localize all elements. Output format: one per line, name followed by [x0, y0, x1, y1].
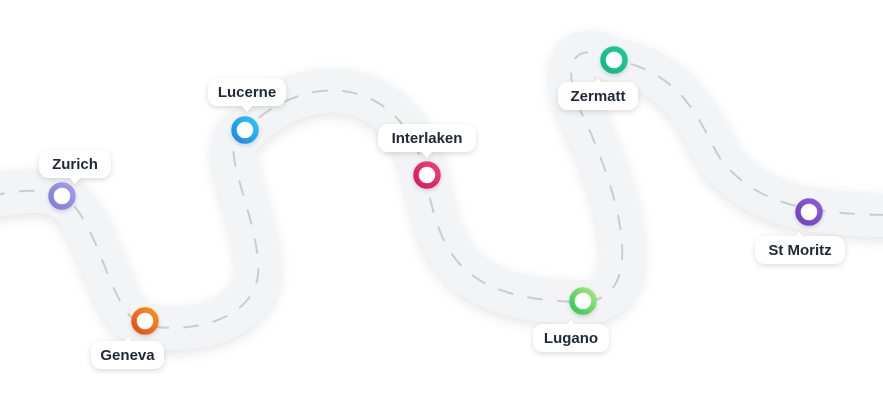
stop-geneva[interactable]: Geneva	[91, 307, 164, 369]
pin-lucerne[interactable]	[231, 116, 259, 144]
pin-geneva[interactable]	[131, 307, 159, 335]
road-lane-markings	[0, 51, 883, 329]
pin-lugano[interactable]	[569, 287, 597, 315]
stop-zermatt[interactable]: Zermatt	[558, 46, 638, 110]
label-zurich	[39, 150, 111, 184]
label-st-moritz	[755, 232, 845, 264]
label-lucerne-text: Lucerne	[218, 84, 276, 101]
label-geneva-text: Geneva	[100, 347, 155, 364]
stop-st-moritz[interactable]: St Moritz	[755, 198, 845, 264]
stop-interlaken[interactable]: Interlaken	[378, 124, 476, 189]
pin-interlaken[interactable]	[413, 161, 441, 189]
label-geneva	[91, 337, 164, 369]
label-lugano	[533, 320, 609, 352]
label-st-moritz-text: St Moritz	[768, 242, 831, 259]
label-lugano-text: Lugano	[544, 330, 598, 347]
label-interlaken-text: Interlaken	[392, 130, 463, 147]
pin-zurich[interactable]	[48, 182, 76, 210]
label-zermatt	[558, 78, 638, 110]
label-interlaken	[378, 124, 476, 158]
pin-zermatt[interactable]	[600, 46, 628, 74]
stop-lucerne[interactable]: Lucerne	[208, 78, 286, 144]
label-zurich-text: Zurich	[52, 156, 98, 173]
stop-lugano[interactable]: Lugano	[533, 287, 609, 352]
label-zermatt-text: Zermatt	[570, 88, 625, 105]
label-lucerne	[208, 78, 286, 112]
pin-st-moritz[interactable]	[795, 198, 823, 226]
road	[0, 30, 883, 350]
stop-zurich[interactable]: Zurich	[39, 150, 111, 210]
